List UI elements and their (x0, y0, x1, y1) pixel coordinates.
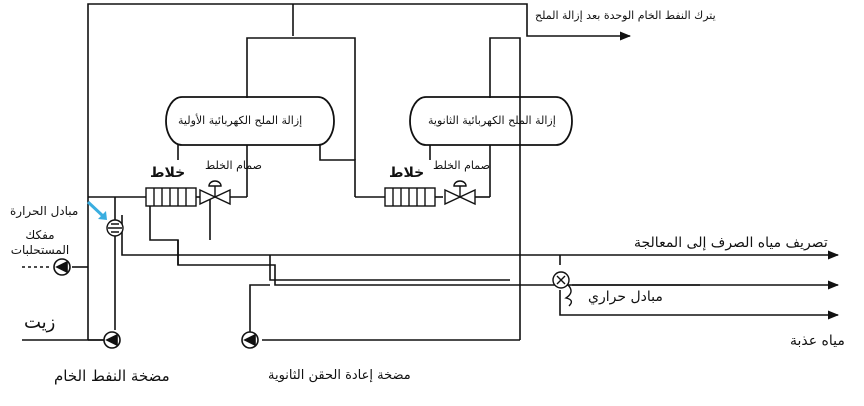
fresh-water-label: مياه عذبة (790, 333, 845, 349)
heat-exchanger-left-symbol (106, 219, 124, 237)
mixer-2-symbol (384, 187, 436, 207)
crude-pump-label: مضخة النفط الخام (54, 367, 170, 385)
mixer-1-label: خلاط (150, 165, 186, 181)
primary-desalter-vessel (165, 96, 335, 146)
demulsifier-pump-symbol (53, 258, 71, 276)
fresh-water-loop (559, 290, 840, 320)
top-header-pipe (87, 3, 632, 340)
heat-exchanger-left-label: مبادل الحرارة (10, 204, 79, 218)
secondary-top-line (489, 37, 521, 340)
mixer-1-symbol (145, 187, 197, 207)
heat-exchanger-right-label: مبادل حراري (588, 289, 663, 305)
primary-top-line (246, 37, 356, 160)
secondary-desalter-vessel (409, 96, 573, 146)
wastewater-label: تصريف مياه الصرف إلى المعالجة (634, 235, 828, 251)
oil-label: زيت (24, 312, 56, 333)
mix-valve-1-label: صمام الخلط (205, 159, 262, 172)
secondary-desalter-label: إزالة الملح الكهربائية الثانوية (428, 114, 556, 127)
reinjection-pump-label: مضخة إعادة الحقن الثانوية (268, 368, 411, 383)
primary-desalter-label: إزالة الملح الكهربائية الأولية (178, 114, 303, 127)
accent-arrow-icon (86, 200, 106, 219)
primary-outlet-right (319, 145, 356, 197)
crude-out-label: يترك النفط الخام الوحدة بعد إزالة الملح (535, 9, 716, 22)
mix-valve-2-label: صمام الخلط (433, 159, 490, 172)
heat-exchanger-right-symbol (552, 271, 573, 307)
crude-pump-symbol (103, 331, 121, 349)
reinjection-pump-symbol (241, 331, 259, 349)
mix-valve-2-symbol (444, 180, 476, 206)
reinjection-line (249, 284, 270, 340)
mix-valve-1-symbol (199, 180, 231, 206)
demulsifier-label: مفكك المستحلبات (10, 228, 70, 257)
mixer-2-label: خلاط (389, 165, 425, 181)
